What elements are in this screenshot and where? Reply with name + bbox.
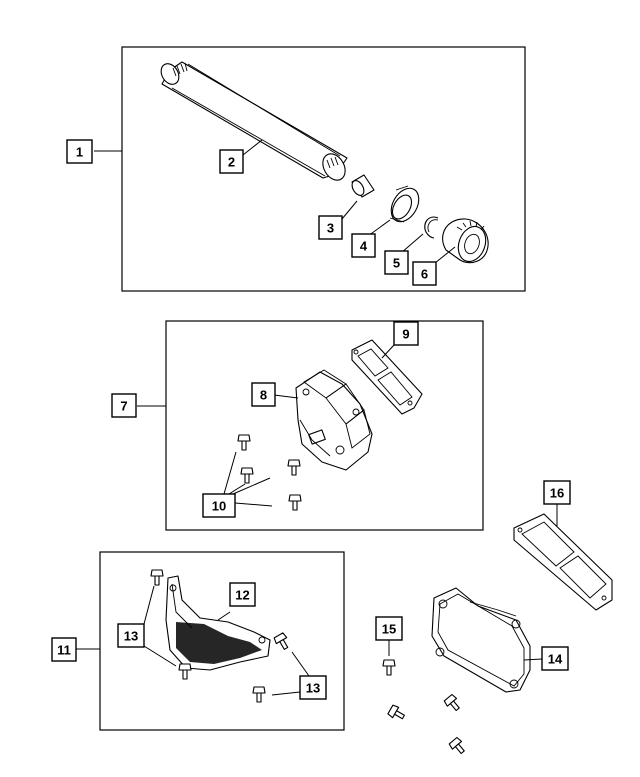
svg-text:8: 8 bbox=[260, 388, 267, 403]
cover-gasket-part bbox=[513, 513, 613, 611]
bracket-part bbox=[165, 575, 271, 671]
callout-12: 12 bbox=[229, 582, 256, 607]
callout-5: 5 bbox=[384, 250, 409, 275]
svg-text:9: 9 bbox=[402, 327, 409, 342]
loose-parts-group: 14 15 16 bbox=[375, 480, 613, 755]
svg-text:14: 14 bbox=[548, 652, 563, 667]
callout-15: 15 bbox=[375, 616, 403, 641]
callout-2: 2 bbox=[219, 149, 244, 174]
svg-text:11: 11 bbox=[57, 643, 71, 658]
callout-10: 10 bbox=[202, 493, 236, 518]
svg-text:13: 13 bbox=[124, 629, 138, 644]
callout-13-lower: 13 bbox=[299, 675, 327, 700]
actuator-gasket-part bbox=[351, 339, 423, 415]
group-7-frame bbox=[165, 320, 484, 531]
callout-7: 7 bbox=[111, 393, 137, 418]
gear-part bbox=[442, 218, 489, 264]
svg-text:7: 7 bbox=[120, 399, 127, 414]
svg-text:6: 6 bbox=[421, 267, 428, 282]
callout-4: 4 bbox=[351, 233, 376, 258]
svg-text:16: 16 bbox=[550, 486, 564, 501]
group-11-bracket-assembly: 11 12 13 13 bbox=[51, 551, 345, 731]
group-7-actuator-assembly: 7 8 9 10 bbox=[111, 320, 484, 531]
bushing-part bbox=[351, 174, 375, 198]
svg-text:2: 2 bbox=[228, 155, 235, 170]
callout-3: 3 bbox=[318, 215, 343, 240]
callout-8: 8 bbox=[251, 382, 276, 407]
svg-text:5: 5 bbox=[393, 256, 400, 271]
callout-16: 16 bbox=[543, 480, 571, 505]
group-1-frame bbox=[121, 46, 526, 292]
bracket-bolts-part bbox=[150, 569, 289, 703]
group-11-frame bbox=[99, 551, 345, 731]
shift-actuator-part bbox=[295, 369, 373, 471]
cover-plate-part bbox=[431, 587, 531, 693]
svg-text:10: 10 bbox=[212, 499, 226, 514]
cover-bolts-part bbox=[382, 659, 465, 755]
callout-6: 6 bbox=[412, 261, 437, 286]
snap-ring-part bbox=[424, 216, 439, 239]
callout-9: 9 bbox=[393, 321, 419, 346]
svg-text:3: 3 bbox=[327, 221, 334, 236]
svg-text:4: 4 bbox=[360, 239, 368, 254]
callout-14: 14 bbox=[541, 646, 569, 671]
callout-11: 11 bbox=[51, 637, 77, 662]
group-1-shaft-assembly: 1 2 3 4 5 6 bbox=[66, 46, 526, 292]
svg-text:1: 1 bbox=[76, 145, 83, 160]
svg-text:15: 15 bbox=[382, 622, 396, 637]
output-shaft-part bbox=[160, 61, 348, 181]
svg-text:12: 12 bbox=[235, 588, 249, 603]
actuator-bolts-part bbox=[237, 434, 302, 511]
callout-1: 1 bbox=[66, 139, 93, 164]
callout-13-upper: 13 bbox=[117, 623, 145, 648]
bearing-part bbox=[389, 185, 420, 223]
svg-text:13: 13 bbox=[306, 681, 320, 696]
